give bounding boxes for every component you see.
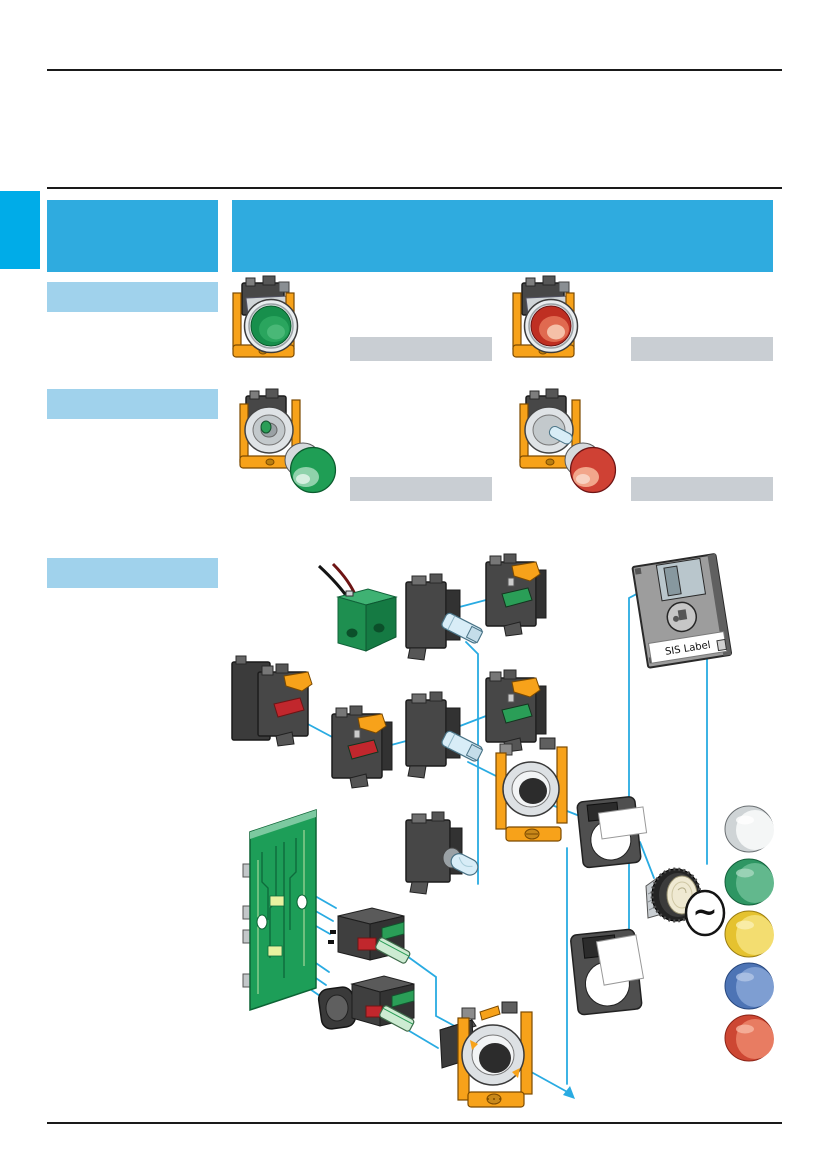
section-bar-composition	[47, 558, 218, 588]
header-block-right	[232, 200, 773, 272]
lens-cap-white	[724, 805, 774, 853]
lens-cap-blue	[724, 962, 774, 1010]
single-contact-block-green-2	[485, 669, 547, 753]
ac-symbol-disc: ~	[684, 889, 726, 937]
top-rule	[47, 69, 782, 71]
header-block-left	[47, 200, 218, 272]
pilot-light-photo-green	[239, 388, 337, 494]
section-bar-row1	[47, 282, 218, 312]
wired-connector	[317, 562, 398, 652]
legend-card-1	[597, 806, 648, 840]
reference-bar-1	[350, 337, 492, 361]
lens-cap-red	[724, 1014, 774, 1062]
page-edge-tab	[0, 191, 40, 269]
section-bar-row2	[47, 389, 218, 419]
lens-cap-green	[724, 858, 774, 906]
line-arrowhead	[563, 1086, 575, 1099]
ac-symbol: ~	[692, 895, 717, 930]
mid-rule	[47, 187, 782, 189]
reference-bar-2	[631, 337, 773, 361]
lens-cap-yellow	[724, 910, 774, 958]
bottom-rule	[47, 1122, 782, 1124]
lamp-block-with-bulb	[405, 811, 479, 895]
pcb-board	[242, 808, 317, 1012]
floppy-disk: SIS Label	[631, 553, 733, 669]
pilot-light-photo-red	[519, 388, 617, 494]
push-button-photo-green	[232, 275, 299, 358]
lamp-module-2	[405, 691, 485, 779]
reference-bar-3	[350, 477, 492, 501]
push-button-photo-red	[512, 275, 579, 358]
single-contact-block-red	[331, 705, 393, 789]
mounting-collar-with-block	[439, 1001, 533, 1108]
single-contact-block-green	[485, 553, 547, 637]
mounting-collar	[495, 737, 568, 842]
pcb-push-switch-with-bezel	[317, 975, 415, 1032]
lamp-module	[405, 573, 484, 661]
reference-bar-4	[631, 477, 773, 501]
double-contact-block-red	[231, 655, 313, 747]
pcb-push-switch	[328, 907, 411, 964]
legend-card-2	[595, 934, 645, 986]
